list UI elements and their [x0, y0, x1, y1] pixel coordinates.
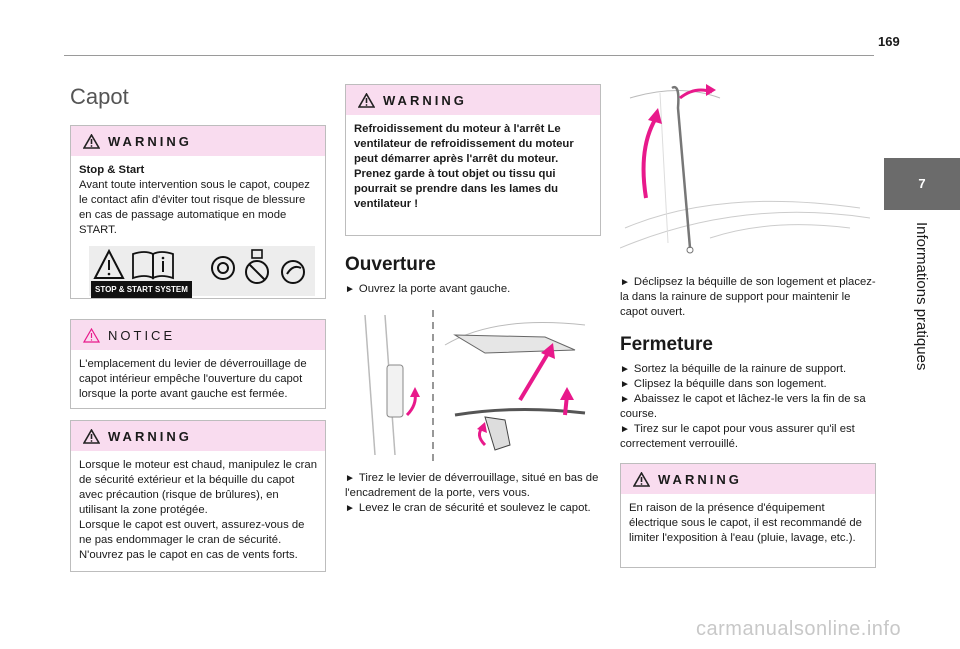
- stop-start-warning-icon: [93, 248, 174, 280]
- step-remove-prop: ►Sortez la béquille de la rainure de sup…: [620, 362, 876, 377]
- warning-label: WARNING: [383, 92, 467, 108]
- warning-text-1: Lorsque le moteur est chaud, manipulez l…: [79, 459, 317, 516]
- bullet-arrow-icon: ►: [620, 364, 630, 375]
- warning-text-3: N'ouvrez pas le capot en cas de vents fo…: [79, 549, 298, 561]
- step-lower-hood: ►Abaissez le capot et lâchez-le vers la …: [620, 392, 876, 422]
- warning-body: En raison de la présence d'équipement él…: [621, 494, 875, 554]
- warning-body: Stop & Start Avant toute intervention so…: [71, 156, 325, 304]
- warning-box-stop-start: WARNING Stop & Start Avant toute interve…: [70, 125, 326, 299]
- step-text: Abaissez le capot et lâchez-le vers la f…: [620, 393, 866, 420]
- hood-prop-illustration: [620, 84, 870, 254]
- stop-start-label: STOP & START SYSTEM: [91, 281, 192, 298]
- notice-box: NOTICE L'emplacement du levier de déverr…: [70, 319, 326, 409]
- warning-body: Lorsque le moteur est chaud, manipulez l…: [71, 451, 325, 571]
- warning-box-fan: WARNING Refroidissement du moteur à l'ar…: [345, 84, 601, 236]
- warning-text: Refroidissement du moteur à l'arrêt Le v…: [354, 123, 574, 210]
- step-unclip-prop: ►Déclipsez la béquille de son logement e…: [620, 275, 876, 320]
- warning-text: En raison de la présence d'équipement él…: [629, 502, 862, 544]
- chapter-label: Informations pratiques: [913, 222, 930, 371]
- step-clip-prop: ►Clipsez la béquille dans son logement.: [620, 377, 876, 392]
- warning-triangle-icon: [83, 133, 100, 149]
- warning-heading: Stop & Start: [79, 164, 145, 176]
- step-text: Levez le cran de sécurité et soulevez le…: [358, 502, 591, 514]
- bullet-arrow-icon: ►: [345, 473, 355, 484]
- warning-box-water: WARNING En raison de la présence d'équip…: [620, 463, 876, 568]
- warning-body: Refroidissement du moteur à l'arrêt Le v…: [346, 115, 600, 220]
- warning-triangle-icon: [633, 471, 650, 487]
- step-pull-lever: ►Tirez le levier de déverrouillage, situ…: [345, 471, 601, 501]
- step-text: Ouvrez la porte avant gauche.: [358, 283, 511, 295]
- warning-text: Avant toute intervention sous le capot, …: [79, 179, 310, 236]
- bullet-arrow-icon: ►: [620, 424, 630, 435]
- bullet-arrow-icon: ►: [620, 277, 630, 288]
- step-text: Clipsez la béquille dans son logement.: [633, 378, 827, 390]
- top-rule: [64, 55, 874, 56]
- bullet-arrow-icon: ►: [620, 394, 630, 405]
- warning-header: WARNING: [71, 421, 325, 451]
- warning-triangle-icon: [358, 92, 375, 108]
- step-text: Déclipsez la béquille de son logement et…: [620, 276, 876, 318]
- step-check-lock: ►Tirez sur le capot pour vous assurer qu…: [620, 422, 876, 452]
- warning-header: WARNING: [346, 85, 600, 115]
- step-text: Tirez sur le capot pour vous assurer qu'…: [620, 423, 855, 450]
- step-lift-hood: ►Levez le cran de sécurité et soulevez l…: [345, 501, 601, 516]
- notice-label: NOTICE: [108, 327, 176, 343]
- notice-text: L'emplacement du levier de déverrouillag…: [79, 358, 307, 400]
- bullet-arrow-icon: ►: [345, 503, 355, 514]
- warning-label: WARNING: [108, 133, 192, 149]
- warning-triangle-icon: [83, 428, 100, 444]
- bullet-arrow-icon: ►: [345, 284, 355, 295]
- column-middle: WARNING Refroidissement du moteur à l'ar…: [345, 60, 601, 516]
- warning-label: WARNING: [658, 471, 742, 487]
- step-text: Sortez la béquille de la rainure de supp…: [633, 363, 847, 375]
- warning-text-2: Lorsque le capot est ouvert, assurez-vou…: [79, 519, 305, 546]
- warning-box-hot-engine: WARNING Lorsque le moteur est chaud, man…: [70, 420, 326, 572]
- engine-icons: [211, 249, 305, 284]
- notice-header: NOTICE: [71, 320, 325, 350]
- section-title-fermeture: Fermeture: [620, 334, 713, 355]
- column-left: Capot WARNING Stop & Start Avant toute i…: [70, 60, 326, 572]
- hood-release-illustration: [364, 310, 586, 465]
- warning-header: WARNING: [621, 464, 875, 494]
- section-title-ouverture: Ouverture: [345, 254, 436, 275]
- bullet-arrow-icon: ►: [620, 379, 630, 390]
- warning-label: WARNING: [108, 428, 192, 444]
- warning-header: WARNING: [71, 126, 325, 156]
- chapter-tab[interactable]: 7: [884, 158, 960, 210]
- page-number: 169: [878, 34, 900, 49]
- step-text: Tirez le levier de déverrouillage, situé…: [345, 472, 599, 499]
- stop-start-badge: STOP & START SYSTEM: [89, 246, 315, 298]
- notice-triangle-icon: [83, 327, 100, 343]
- watermark: carmanualsonline.info: [696, 618, 902, 640]
- column-right: ►Déclipsez la béquille de son logement e…: [620, 60, 876, 568]
- section-title-capot: Capot: [70, 84, 129, 109]
- step-open-door: ►Ouvrez la porte avant gauche.: [345, 282, 601, 297]
- notice-body: L'emplacement du levier de déverrouillag…: [71, 350, 325, 410]
